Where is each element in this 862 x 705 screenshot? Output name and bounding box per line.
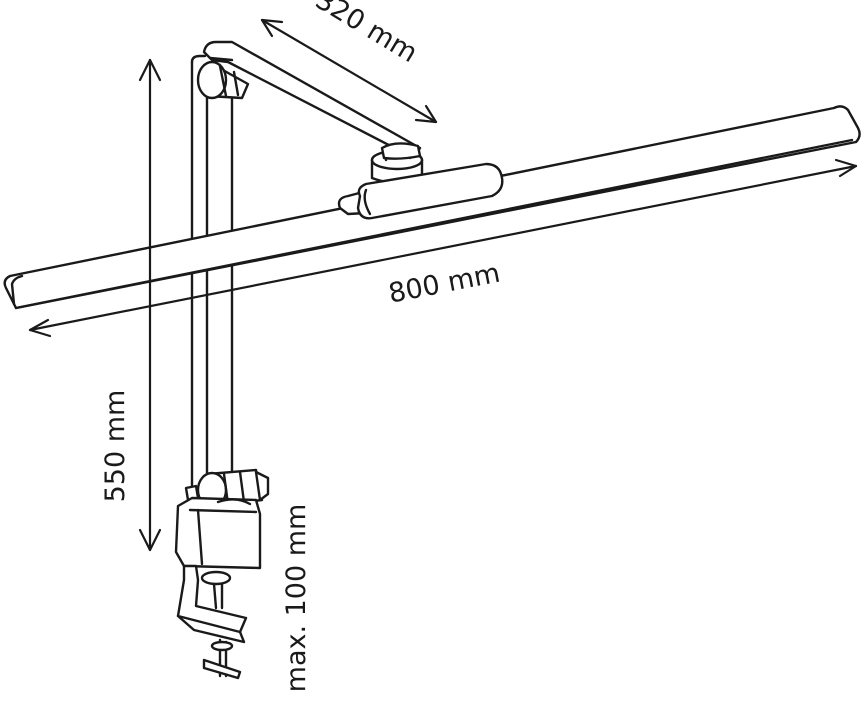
clamp <box>174 496 262 680</box>
label-800-mm: 800 mm <box>386 258 503 310</box>
upper-arm <box>202 40 422 160</box>
dimension-arrow-320 <box>260 18 438 124</box>
label-550-mm: 550 mm <box>100 390 131 503</box>
lamp-pole <box>190 54 234 490</box>
dimension-arrow-800 <box>28 158 858 338</box>
dimension-arrow-550 <box>138 58 162 552</box>
top-joint-knob <box>196 60 250 100</box>
bar-housing <box>337 162 504 220</box>
label-max-100-mm: max. 100 mm <box>281 504 312 693</box>
